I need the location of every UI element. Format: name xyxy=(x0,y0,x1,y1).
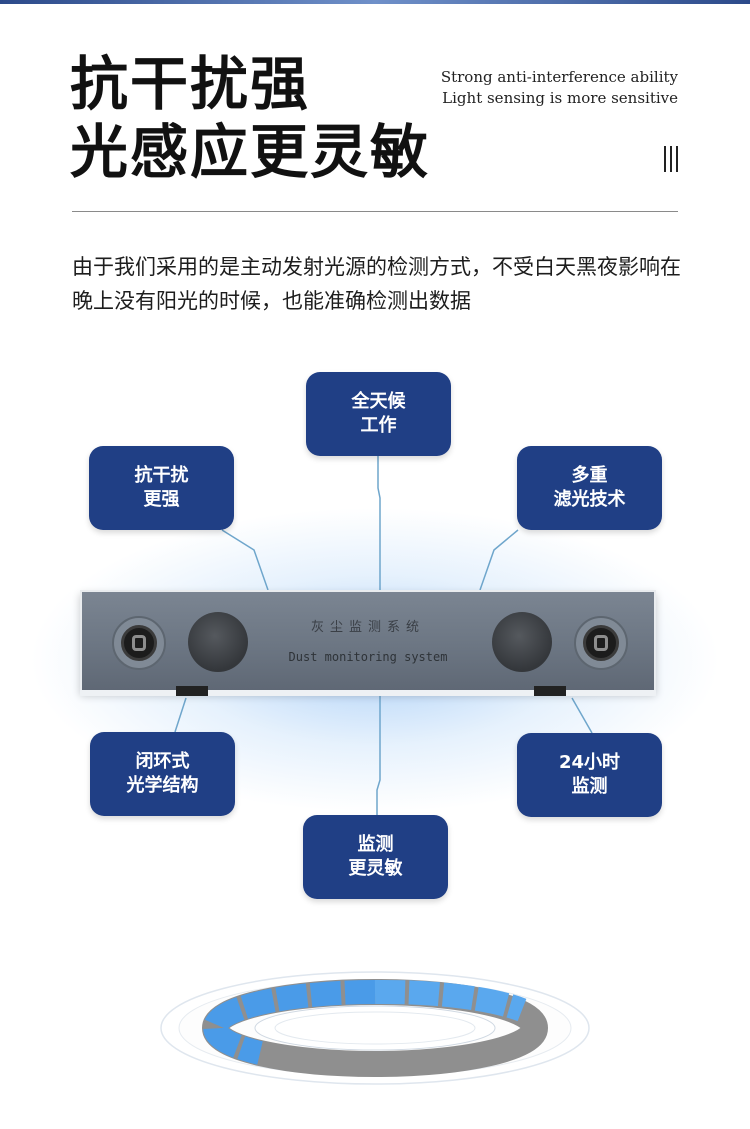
connector-line-bottom-right xyxy=(571,697,593,734)
connector-line-top-left xyxy=(221,529,269,591)
left-connector-port xyxy=(112,616,166,670)
feature-line: 监测 xyxy=(571,776,608,797)
description-text: 由于我们采用的是主动发射光源的检测方式，不受白天黑夜影响在晚上没有阳光的时候，也… xyxy=(72,255,681,313)
feature-line: 抗干扰 xyxy=(134,465,189,486)
dust-monitor-device: 灰尘监测系统 Dust monitoring system xyxy=(80,590,656,692)
subtitle-line-1: Strong anti-interference ability xyxy=(440,68,678,86)
left-sensor-lens xyxy=(188,612,248,672)
feature-24h-monitoring: 24小时 监测 xyxy=(517,733,662,817)
feature-line: 滤光技术 xyxy=(553,489,626,510)
connector-line-top xyxy=(377,455,381,590)
headline-line-1: 抗干扰强 xyxy=(70,50,311,118)
feature-line: 全天候 xyxy=(351,391,406,412)
device-label-cn: 灰尘监测系统 xyxy=(310,620,425,635)
top-accent-bar xyxy=(0,0,750,4)
feature-line: 光学结构 xyxy=(126,775,199,796)
headline-line-2: 光感应更灵敏 xyxy=(70,118,431,186)
page-headline: 抗干扰强 光感应更灵敏 xyxy=(70,50,450,186)
feature-line: 多重 xyxy=(571,465,608,486)
feature-line: 工作 xyxy=(360,415,397,436)
device-label-en: Dust monitoring system xyxy=(288,650,448,664)
feature-line: 闭环式 xyxy=(135,751,190,772)
feature-closed-loop-optics: 闭环式 光学结构 xyxy=(90,732,235,816)
feature-line: 更强 xyxy=(143,489,180,510)
section-divider xyxy=(72,211,678,212)
device-foot-right xyxy=(534,686,566,696)
feature-anti-interference: 抗干扰 更强 xyxy=(89,446,234,530)
right-sensor-lens xyxy=(492,612,552,672)
feature-sensitive-monitoring: 监测 更灵敏 xyxy=(303,815,448,899)
feature-line: 更灵敏 xyxy=(348,858,403,879)
connector-line-bottom-left xyxy=(174,697,187,733)
english-subtitle: Strong anti-interference ability Light s… xyxy=(441,67,678,109)
device-base xyxy=(80,690,656,696)
feature-line: 监测 xyxy=(357,834,394,855)
subtitle-line-2: Light sensing is more sensitive xyxy=(442,89,678,107)
feature-line: 24小时 xyxy=(558,752,621,773)
connector-line-top-right xyxy=(479,529,519,591)
progress-ring-graphic xyxy=(160,971,590,1085)
connector-line-bottom xyxy=(376,696,381,815)
feature-all-weather: 全天候 工作 xyxy=(306,372,451,456)
triple-bar-icon xyxy=(664,146,678,172)
right-connector-port xyxy=(574,616,628,670)
device-foot-left xyxy=(176,686,208,696)
feature-multi-filter: 多重 滤光技术 xyxy=(517,446,662,530)
